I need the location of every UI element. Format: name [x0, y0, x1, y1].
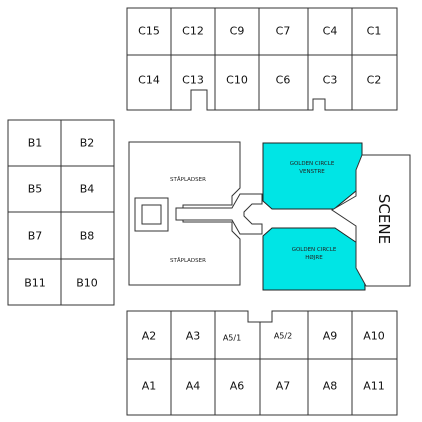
- walkway: [175, 193, 263, 235]
- section-b1[interactable]: [7, 119, 62, 167]
- section-c13[interactable]: [170, 54, 216, 111]
- section-b2[interactable]: [60, 119, 115, 167]
- section-b7[interactable]: [7, 211, 62, 260]
- sound-tower-inner: [141, 204, 162, 225]
- section-a6[interactable]: [214, 358, 261, 416]
- section-b4[interactable]: [60, 165, 115, 213]
- section-a7[interactable]: [259, 358, 309, 416]
- section-b10[interactable]: [60, 258, 115, 306]
- section-c2[interactable]: [351, 54, 398, 111]
- section-b8[interactable]: [60, 211, 115, 260]
- section-c10[interactable]: [214, 54, 260, 111]
- section-group-a: A2 A3 A5/1 A5/2 A9 A10 A1 A4 A6 A7 A8 A1…: [126, 310, 398, 416]
- stage: [331, 154, 411, 287]
- golden-circle-hojre[interactable]: [262, 227, 366, 291]
- section-a2[interactable]: [126, 310, 172, 360]
- section-a3[interactable]: [170, 310, 216, 360]
- golden-circle-venstre[interactable]: [262, 142, 363, 210]
- section-c1[interactable]: [351, 7, 398, 56]
- section-a9[interactable]: [307, 310, 353, 360]
- section-group-c: C15 C12 C9 C7 C4 C1 C14 C13 C10 C6 C3 C2: [126, 7, 398, 111]
- section-a10[interactable]: [351, 310, 398, 360]
- section-a5-1[interactable]: [214, 310, 261, 360]
- section-b5[interactable]: [7, 165, 62, 213]
- section-a5-2[interactable]: [259, 310, 309, 360]
- section-c7[interactable]: [258, 7, 309, 56]
- section-c9[interactable]: [214, 7, 260, 56]
- golden-circle-group: GOLDEN CIRCLE VENSTRE GOLDEN CIRCLE HØJR…: [262, 142, 366, 291]
- section-b11[interactable]: [7, 258, 62, 306]
- section-c14[interactable]: [126, 54, 172, 111]
- section-a8[interactable]: [307, 358, 353, 416]
- section-c3[interactable]: [307, 54, 353, 111]
- section-a1[interactable]: [126, 358, 172, 416]
- section-c15[interactable]: [126, 7, 172, 56]
- section-group-b: B1 B2 B5 B4 B7 B8 B11 B10: [7, 119, 115, 306]
- section-a11[interactable]: [351, 358, 398, 416]
- standing-area[interactable]: [128, 141, 241, 286]
- section-c6[interactable]: [258, 54, 309, 111]
- floor-area: STÅPLADSER STÅPLADSER: [128, 141, 263, 286]
- section-c4[interactable]: [307, 7, 353, 56]
- section-a4[interactable]: [170, 358, 216, 416]
- section-c12[interactable]: [170, 7, 216, 56]
